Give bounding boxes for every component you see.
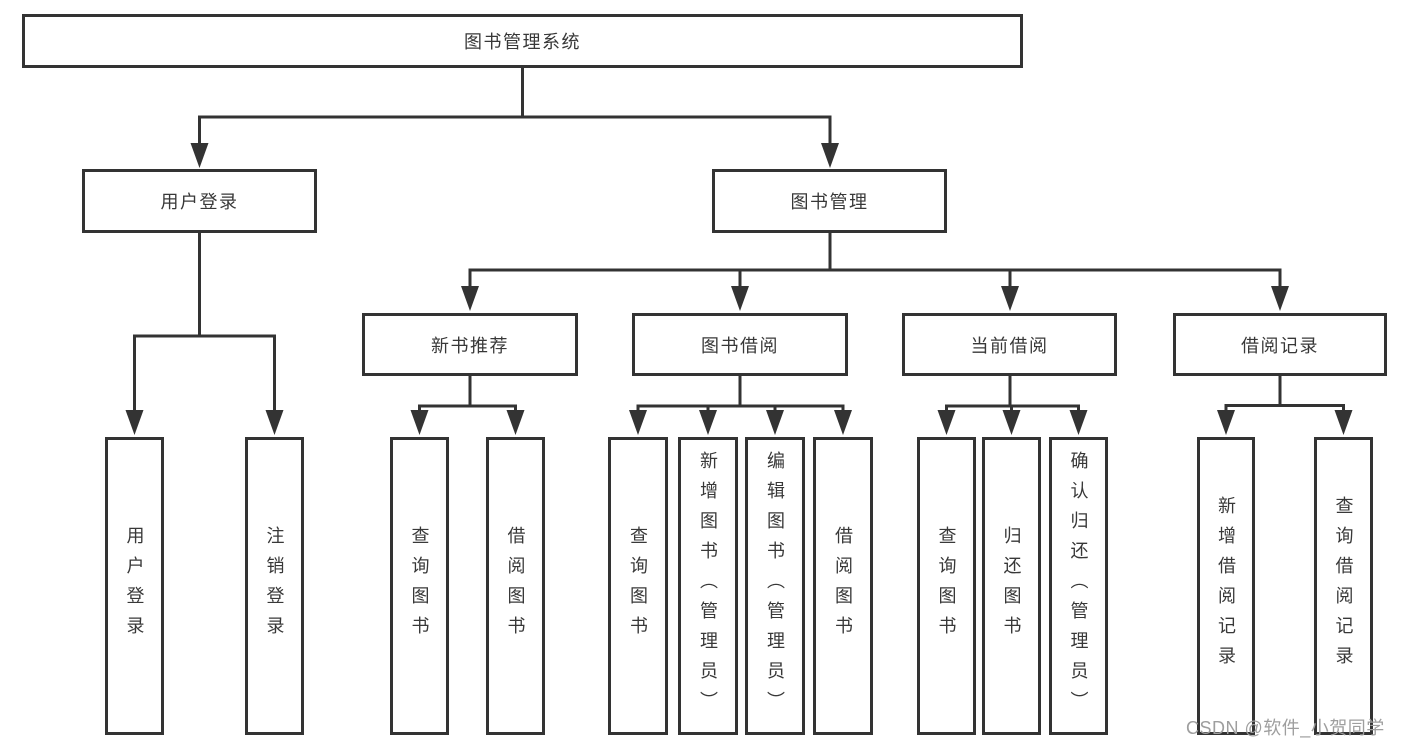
- node-library-management-system: 图书管理系统: [22, 14, 1023, 68]
- arrowhead-nb-query: [410, 410, 429, 435]
- node-label: 用户登录: [124, 526, 145, 646]
- arrowhead-bb-edit: [766, 410, 784, 435]
- node-return-books: 归还图书: [982, 437, 1041, 735]
- node-label: 查询图书: [409, 526, 430, 646]
- node-label: 图书管理系统: [464, 32, 581, 52]
- node-user-login-leaf: 用户登录: [105, 437, 164, 735]
- connector-user-login-rail: [133, 334, 276, 414]
- arrowhead-br-add: [1217, 410, 1235, 435]
- node-label: 新书推荐: [431, 335, 509, 356]
- node-label: 借阅图书: [505, 526, 526, 646]
- node-user-login-branch: 用户登录: [82, 169, 317, 233]
- arrowhead-borrow-record: [1271, 286, 1289, 311]
- node-label: 查询图书: [628, 526, 648, 646]
- node-label: 新增图书（管理员）: [698, 451, 718, 721]
- node-add-borrow-record: 新增借阅记录: [1197, 437, 1255, 735]
- node-logout-leaf: 注销登录: [245, 437, 304, 735]
- arrowhead-cb-return: [1002, 410, 1021, 435]
- node-new-book-recommend: 新书推荐: [362, 313, 578, 376]
- node-label: 确认归还（管理员）: [1068, 451, 1089, 721]
- arrowhead-bb-borrow: [834, 410, 852, 435]
- arrowhead-book-mgmt: [821, 143, 839, 168]
- node-query-borrow-record: 查询借阅记录: [1314, 437, 1373, 735]
- node-query-books-under-borrowing: 查询图书: [608, 437, 668, 735]
- arrowhead-current-borrow: [1001, 286, 1019, 311]
- node-label: 注销登录: [264, 526, 285, 646]
- connector-new-book-rail: [418, 404, 517, 414]
- node-label: 查询图书: [936, 526, 957, 646]
- node-edit-books-admin: 编辑图书（管理员）: [745, 437, 805, 735]
- connector-level3-rail: [468, 268, 1282, 290]
- node-add-books-admin: 新增图书（管理员）: [678, 437, 738, 735]
- node-label: 借阅图书: [833, 526, 853, 646]
- node-label: 用户登录: [160, 192, 239, 212]
- arrowhead-br-query: [1334, 410, 1353, 435]
- node-book-management-branch: 图书管理: [712, 169, 947, 233]
- arrowhead-cb-confirm: [1069, 410, 1088, 435]
- csdn-watermark: CSDN @软件_小贺同学: [1186, 718, 1385, 738]
- node-query-books-under-recommend: 查询图书: [390, 437, 449, 735]
- node-label: 归还图书: [1001, 526, 1022, 646]
- node-book-borrowing: 图书借阅: [632, 313, 848, 376]
- node-label: 当前借阅: [970, 335, 1049, 356]
- arrowhead-new-book: [461, 286, 479, 311]
- connector-borrow-record-rail: [1224, 404, 1345, 414]
- node-borrowing-records: 借阅记录: [1173, 313, 1387, 376]
- arrowhead-book-borrow: [731, 286, 749, 311]
- node-query-books-under-current: 查询图书: [917, 437, 976, 735]
- connector-current-borrow-rail: [945, 404, 1080, 414]
- node-confirm-return-admin: 确认归还（管理员）: [1049, 437, 1108, 735]
- arrowhead-user-login: [190, 143, 209, 168]
- arrowhead-cb-query: [937, 410, 956, 435]
- node-label: 借阅记录: [1241, 335, 1319, 356]
- connector-book-borrow-rail: [636, 404, 845, 414]
- node-borrow-books-leaf: 借阅图书: [813, 437, 873, 735]
- arrowhead-bb-query: [629, 410, 647, 435]
- node-label: 编辑图书（管理员）: [765, 451, 785, 721]
- arrowhead-nb-borrow: [506, 410, 525, 435]
- arrowhead-logout: [265, 410, 284, 435]
- connector-level2-rail: [198, 115, 832, 147]
- node-label: 查询借阅记录: [1333, 496, 1354, 676]
- arrowhead-login: [125, 410, 144, 435]
- node-current-borrowing: 当前借阅: [902, 313, 1117, 376]
- node-label: 新增借阅记录: [1216, 496, 1236, 676]
- arrowhead-bb-add: [699, 410, 717, 435]
- node-label: 图书借阅: [701, 335, 779, 356]
- node-borrow-books-under-recommend: 借阅图书: [486, 437, 545, 735]
- node-label: 图书管理: [790, 192, 869, 212]
